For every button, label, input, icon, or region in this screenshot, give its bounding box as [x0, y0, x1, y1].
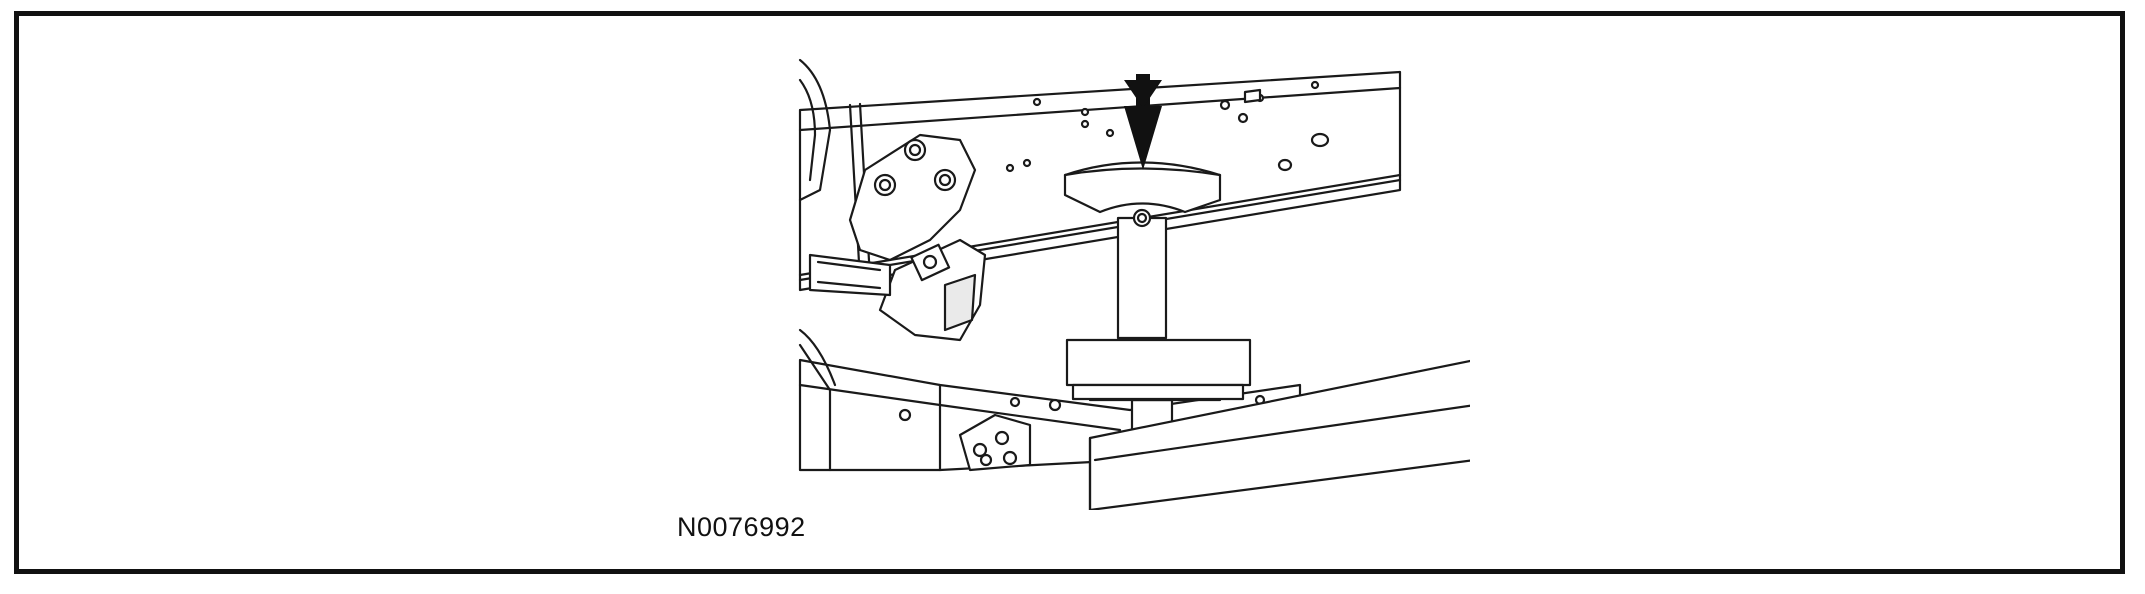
control-arm-bushing [808, 238, 987, 342]
figure-code: N0076992 [677, 512, 806, 542]
upper-mount-bracket [798, 58, 977, 262]
technical-drawing [798, 58, 1470, 510]
lift-arm [1088, 359, 1470, 510]
jack-stand [1063, 161, 1252, 432]
rail-holes [1005, 80, 1330, 173]
jack-stand-illustration [740, 40, 1470, 510]
down-arrow-icon [1124, 74, 1162, 170]
lower-mount-bracket [958, 413, 1032, 472]
